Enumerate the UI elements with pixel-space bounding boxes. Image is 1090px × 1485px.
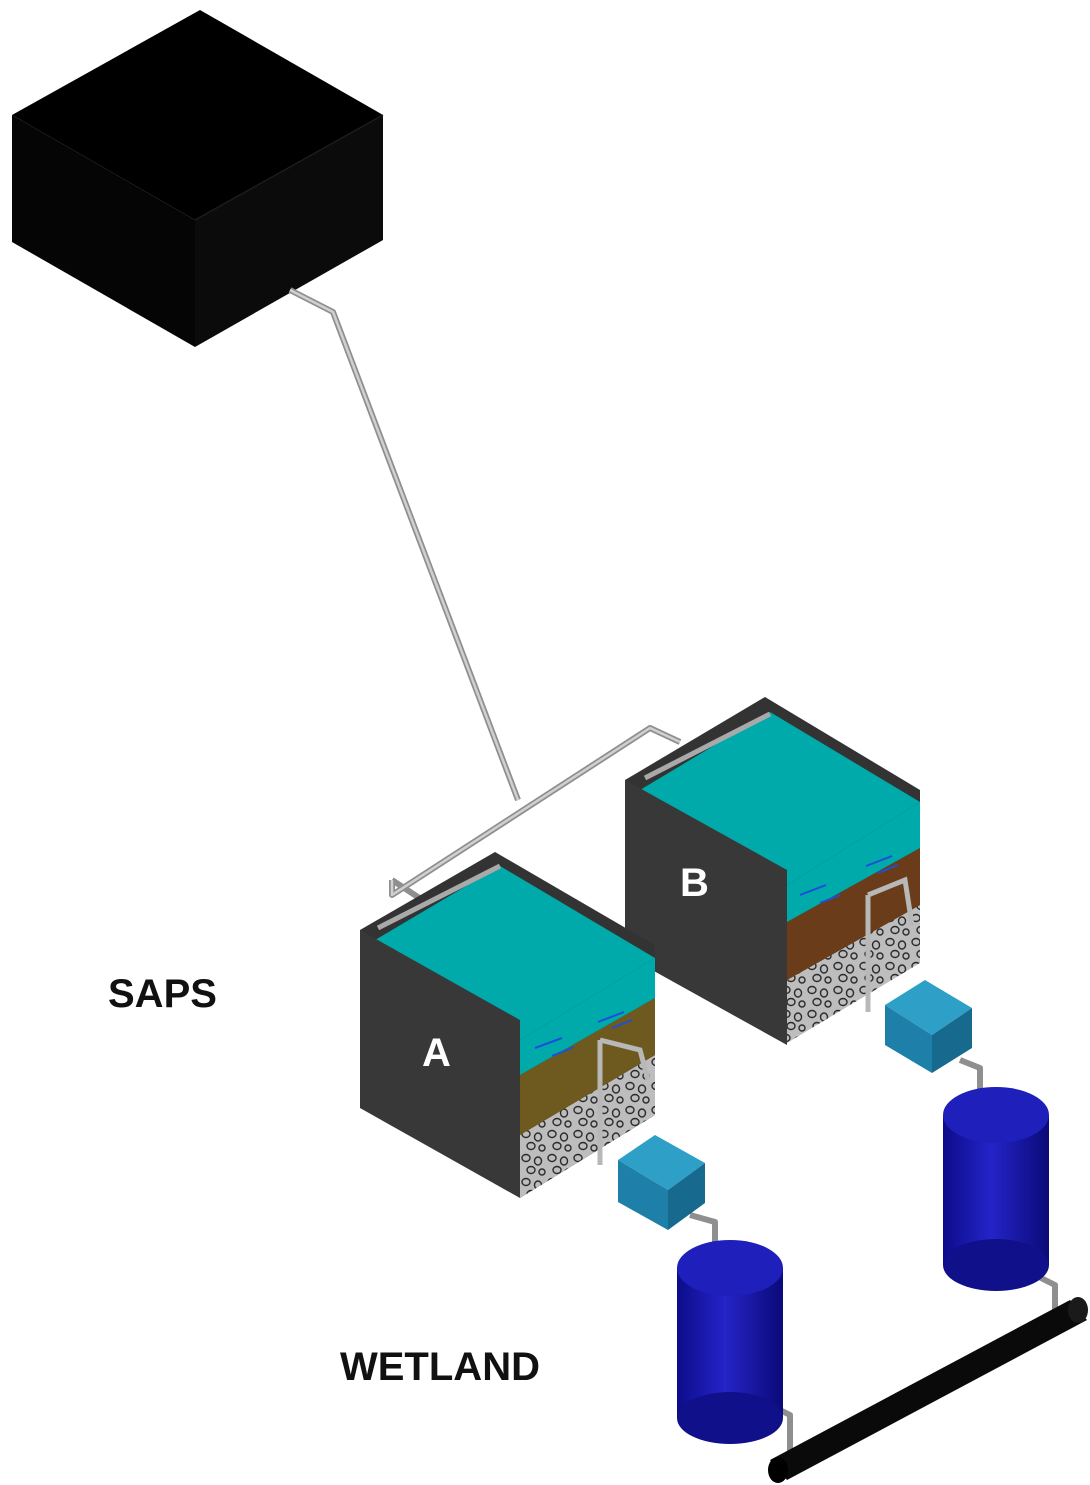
feed-pipe: [288, 287, 682, 908]
saps-label: SAPS: [108, 972, 217, 1016]
cylinder-a: [677, 1240, 783, 1444]
supply-tank: [12, 10, 384, 347]
unit-b: [625, 697, 920, 1045]
small-box-a: [618, 1135, 705, 1230]
outlet-pipes: [689, 1057, 1058, 1455]
small-box-b: [885, 980, 972, 1073]
wetland-label: WETLAND: [340, 1345, 540, 1389]
cylinder-b: [943, 1087, 1049, 1291]
unit-a-label: A: [422, 1031, 451, 1075]
unit-a: [360, 852, 655, 1198]
drain-pipe: [768, 1297, 1088, 1483]
unit-b-label: B: [680, 861, 709, 905]
